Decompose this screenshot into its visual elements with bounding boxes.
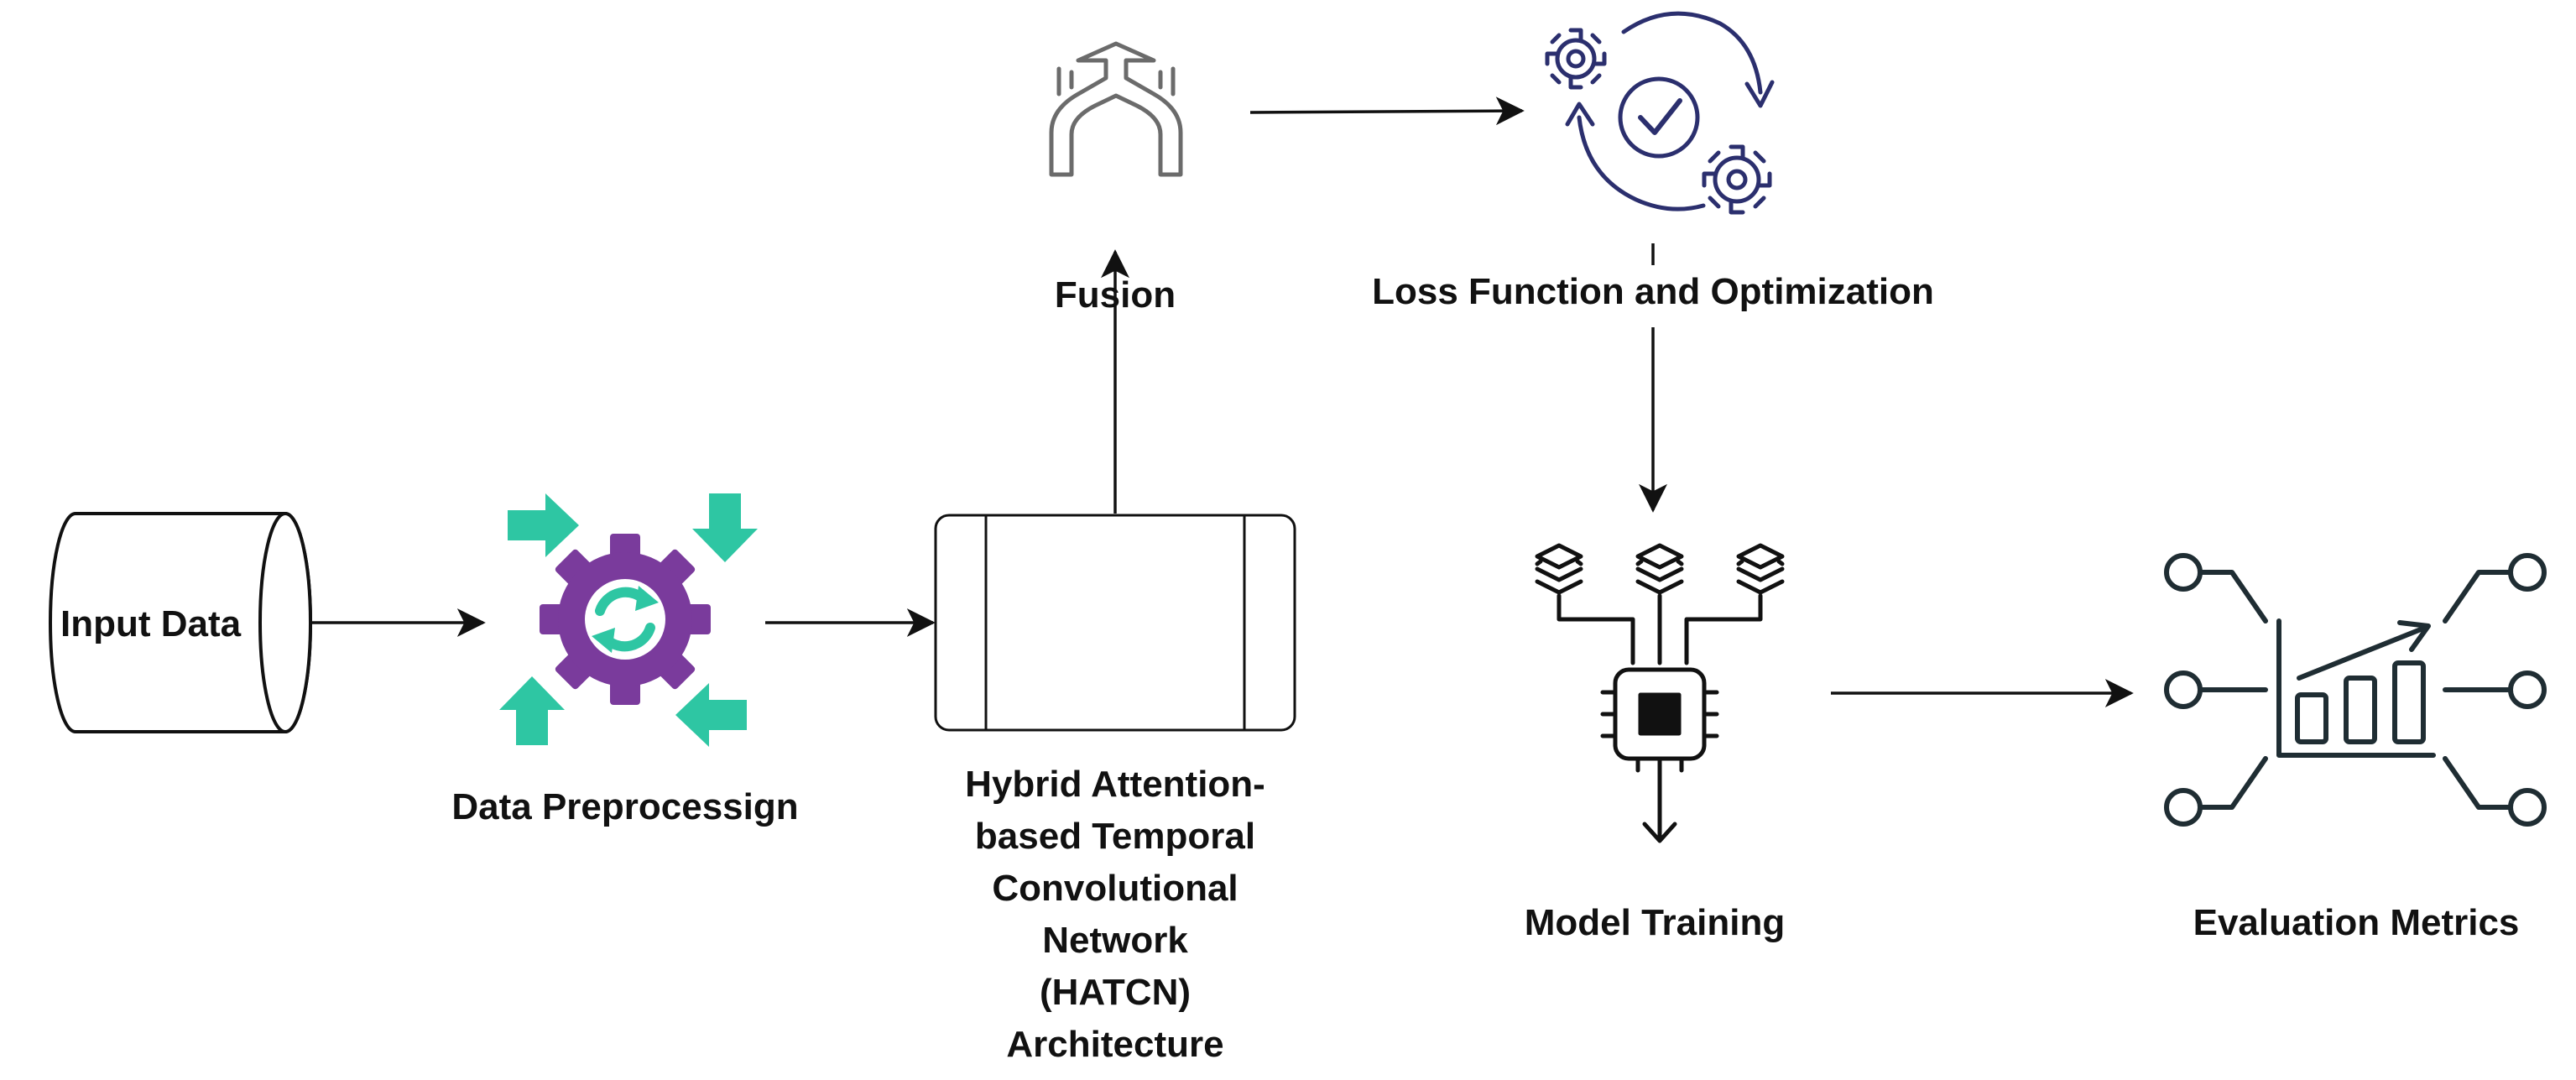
fusion-label: Fusion — [1054, 274, 1176, 316]
merge-arrows-icon — [1049, 41, 1183, 177]
evaluation-metrics-label: Evaluation Metrics — [2193, 902, 2520, 943]
edges — [312, 97, 2134, 707]
input-data-cylinder — [49, 512, 312, 733]
layers-chip-icon — [1535, 543, 1782, 843]
edge-fusion-to-loss — [1249, 97, 1525, 126]
model-training-label: Model Training — [1524, 902, 1786, 943]
hatcn-label-line-2: based Temporal — [974, 816, 1256, 857]
loss-function-label: Loss Function and Optimization — [1372, 271, 1934, 312]
hatcn-label-line-6: Architecture — [1006, 1024, 1224, 1065]
gear-refresh-arrows-icon — [499, 493, 758, 747]
chart-network-icon — [2164, 553, 2547, 827]
hatcn-label-line-3: Convolutional — [992, 868, 1238, 909]
hatcn-label-line-1: Hybrid Attention- — [965, 764, 1265, 805]
hatcn-process-box — [934, 514, 1296, 732]
input-data-label: Input Data — [60, 603, 242, 644]
gears-cycle-check-icon — [1545, 11, 1775, 215]
hatcn-label-line-4: Network — [1042, 920, 1188, 961]
hatcn-label-line-5: (HATCN) — [1039, 972, 1192, 1013]
hatcn-label: Hybrid Attention- based Temporal Convolu… — [922, 759, 1308, 1071]
data-preprocessing-label: Data Preprocessign — [451, 786, 799, 827]
